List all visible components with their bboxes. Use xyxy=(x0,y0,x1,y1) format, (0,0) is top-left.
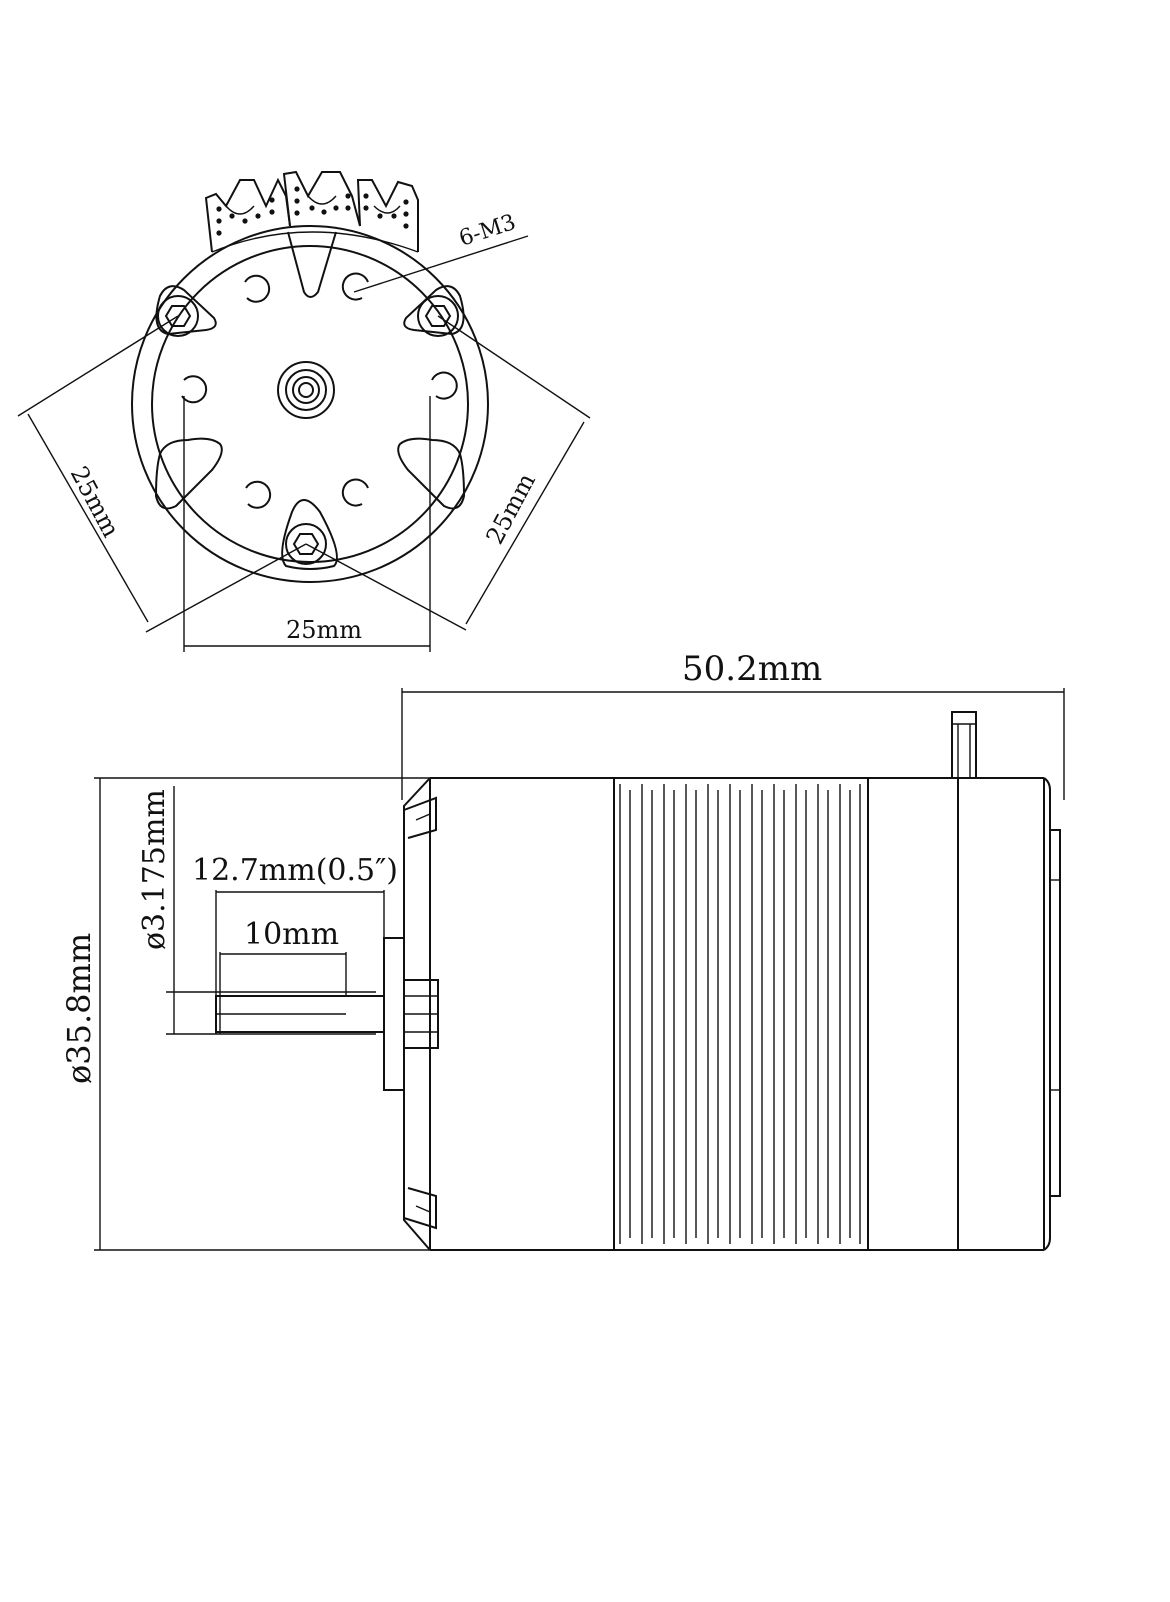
front-view: 6-M3 25mm 25mm 25mm xyxy=(17,170,591,652)
solder-terminals xyxy=(204,170,419,253)
sensor-connector xyxy=(951,711,977,779)
shaft xyxy=(215,995,385,1033)
dim-left-label: 25mm xyxy=(65,462,126,543)
flat-length-label: 10mm xyxy=(244,917,339,952)
front-shaft xyxy=(277,361,335,419)
screw-bottom xyxy=(285,523,327,565)
thread-label: 6-M3 xyxy=(456,210,519,252)
motor-outer-circle xyxy=(131,225,489,583)
dim-bottom-label: 25mm xyxy=(286,616,362,644)
front-endbell xyxy=(403,777,437,1251)
endbell-circle xyxy=(151,245,469,563)
lobe-right xyxy=(403,285,465,336)
m3-holes xyxy=(181,272,458,509)
length-label: 50.2mm xyxy=(682,649,822,689)
top-slot xyxy=(287,231,337,298)
lobe-left xyxy=(155,285,217,336)
lobe-lower-left xyxy=(154,437,223,510)
screw-right xyxy=(417,295,459,337)
lobe-lower-right xyxy=(397,437,466,510)
screw-left xyxy=(157,295,199,337)
shaft-length-label: 12.7mm(0.5″) xyxy=(192,853,398,888)
rear-endbell xyxy=(957,777,1061,1251)
shaft-diameter-label: ø3.175mm xyxy=(137,789,172,950)
motor-can xyxy=(430,777,1044,1251)
cooling-fins xyxy=(619,784,861,1244)
lobe-bottom xyxy=(281,499,338,570)
dim-right-label: 25mm xyxy=(481,468,542,549)
side-view: 50.2mm ø35.8mm ø3.175mm 12.7mm(0.5″) 10m… xyxy=(60,649,1065,1251)
diameter-label: ø35.8mm xyxy=(60,933,98,1084)
